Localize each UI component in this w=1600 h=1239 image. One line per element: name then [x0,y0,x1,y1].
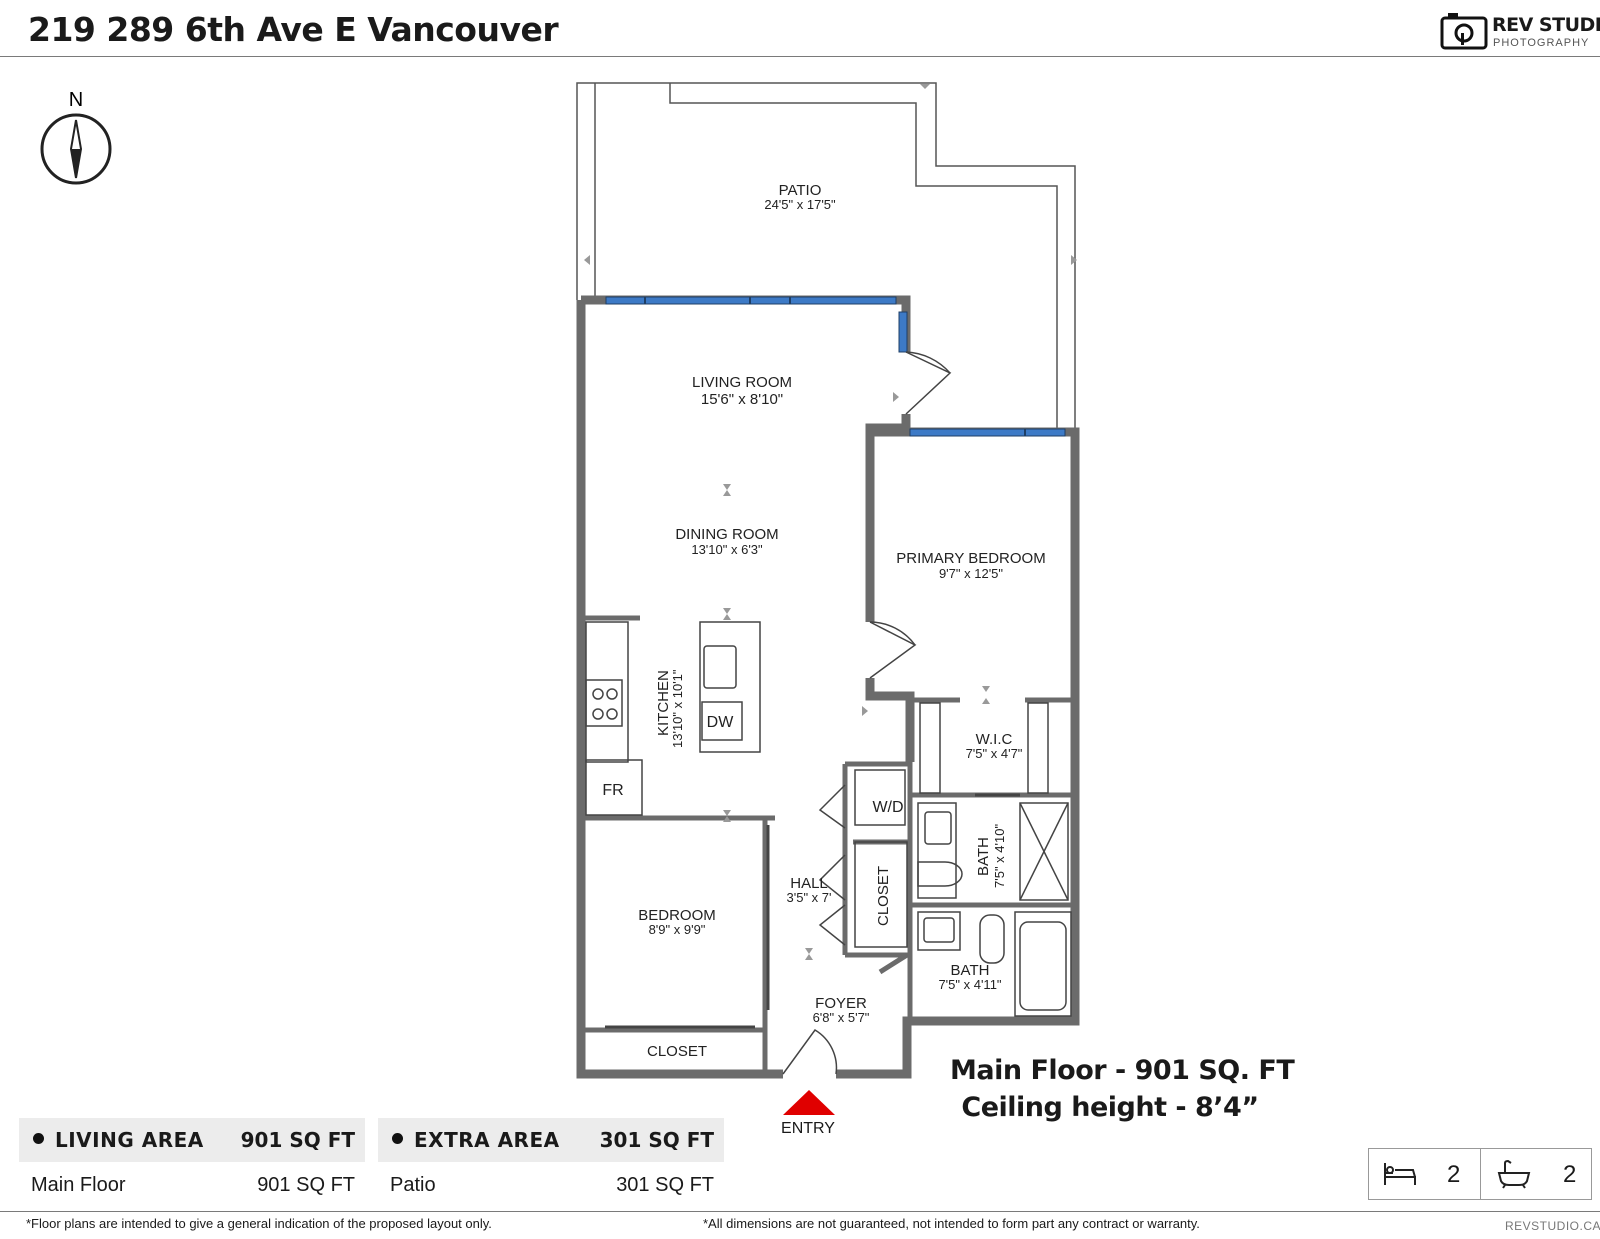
kitchen-label: KITCHEN [655,670,672,736]
dining-room-dimensions: 13'10" x 6'3" [691,542,763,557]
extra-area-header: EXTRA AREA 301 SQ FT [378,1118,724,1162]
measurement-markers [584,84,1077,960]
disclaimer-left: *Floor plans are intended to give a gene… [26,1216,492,1231]
living-area-title: LIVING AREA [55,1128,204,1152]
floor-summary: Main Floor - 901 SQ. FT Ceiling height -… [950,1052,1295,1126]
washer-dryer-label: W/D [872,799,903,816]
patio-label: PATIO [779,182,822,199]
hall-closet-label: CLOSET [875,866,892,926]
wic-label: W.I.C [976,731,1013,748]
bedroom-closet-label: CLOSET [647,1043,707,1060]
living-room-dimensions: 15'6" x 8'10" [701,391,783,408]
row-value: 901 SQ FT [257,1174,355,1196]
dining-room-label: DINING ROOM [675,526,778,543]
row-value: 301 SQ FT [616,1174,714,1196]
bathroom-count: 2 [1563,1161,1577,1188]
patio-dimensions: 24'5" x 17'5" [764,197,836,212]
extra-area-total: 301 SQ FT [599,1128,714,1152]
bullet-icon [392,1133,403,1144]
hall-label: HALL [790,875,828,892]
bed-icon [1384,1163,1416,1185]
disclaimer-right: *All dimensions are not guaranteed, not … [703,1216,1200,1231]
room-labels: PATIO 24'5" x 17'5" LIVING ROOM 15'6" x … [602,182,1045,1060]
bath1-label: BATH [975,837,992,876]
row-name: Patio [390,1174,436,1196]
brand-name: REV STUDIO [1492,14,1600,36]
website-link[interactable]: REVSTUDIO.CA [1505,1219,1600,1233]
primary-bedroom-dimensions: 9'7" x 12'5" [939,566,1003,581]
entry-label: ENTRY [781,1120,835,1137]
fridge-label: FR [602,782,623,799]
entry-arrow [783,1090,835,1115]
bedroom-dimensions: 8'9" x 9'9" [649,922,706,937]
page-title: 219 289 6th Ave E Vancouver [28,10,559,49]
living-area-total: 901 SQ FT [240,1128,355,1152]
hall-dimensions: 3'5" x 7' [787,890,832,905]
footer-divider [0,1211,1600,1212]
living-area-header: LIVING AREA 901 SQ FT [19,1118,365,1162]
bath-fixtures [605,702,1072,1029]
windows [605,296,1066,437]
extra-area-table: EXTRA AREA 301 SQ FT Patio 301 SQ FT [378,1118,724,1206]
primary-bedroom-label: PRIMARY BEDROOM [896,550,1045,567]
bath2-dimensions: 7'5" x 4'11" [938,977,1001,992]
row-name: Main Floor [31,1174,126,1196]
bullet-icon [33,1133,44,1144]
bath1-dimensions: 7'5" x 4'10" [992,824,1007,888]
doors [782,351,952,1075]
foyer-label: FOYER [815,995,867,1012]
extra-area-title: EXTRA AREA [414,1128,560,1152]
bedroom-label: BEDROOM [638,907,716,924]
compass-icon [40,113,112,185]
wic-dimensions: 7'5" x 4'7" [966,746,1023,761]
bedroom-count: 2 [1447,1161,1461,1188]
main-floor-area: Main Floor - 901 SQ. FT [950,1055,1295,1086]
dishwasher-label: DW [707,714,735,731]
table-row: Main Floor 901 SQ FT [19,1162,365,1206]
counts-divider [1480,1149,1481,1199]
ceiling-height: Ceiling height - 8’4” [961,1092,1259,1123]
patio-outline [576,82,1076,432]
bathtub-icon [1497,1159,1531,1189]
living-area-table: LIVING AREA 901 SQ FT Main Floor 901 SQ … [19,1118,365,1206]
table-row: Patio 301 SQ FT [378,1162,724,1206]
kitchen-counter [585,621,761,816]
camera-icon [1440,13,1488,50]
laundry-closet [854,769,908,948]
brand-logo: REV STUDIO PHOTOGRAPHY [1440,8,1600,52]
kitchen-dimensions: 13'10" x 10'1" [670,669,685,748]
bath2-label: BATH [951,962,990,979]
compass-north-label: N [69,89,83,111]
room-counts: 2 2 [1368,1148,1592,1200]
interior-walls [581,615,1075,1074]
living-room-label: LIVING ROOM [692,374,792,391]
foyer-dimensions: 6'8" x 5'7" [813,1010,870,1025]
brand-subtitle: PHOTOGRAPHY [1493,37,1590,49]
header-divider [0,56,1600,57]
